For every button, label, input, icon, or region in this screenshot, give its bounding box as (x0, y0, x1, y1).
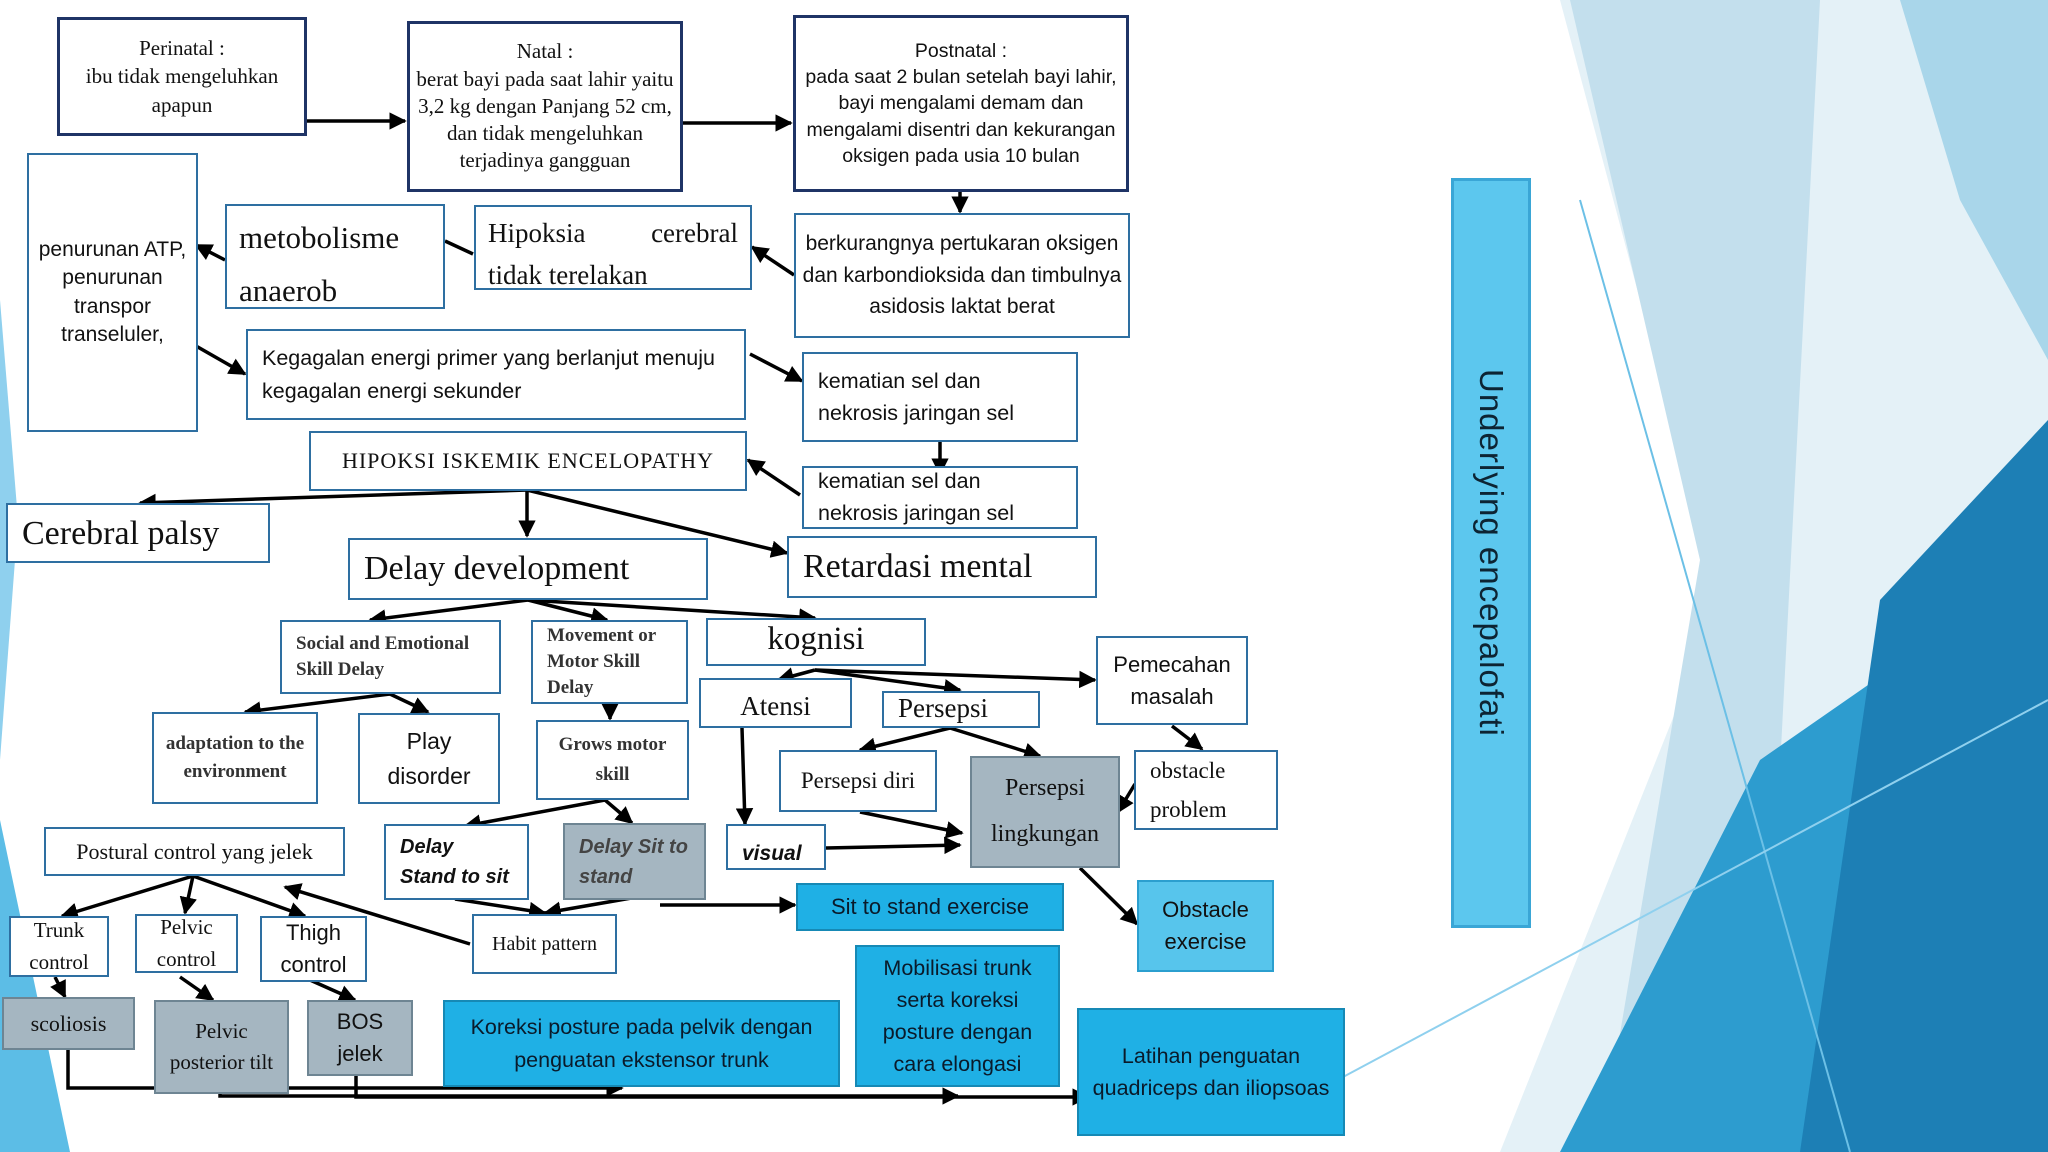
node-persepsi-diri: Persepsi diri (779, 750, 937, 812)
node-koreksi: Koreksi posture pada pelvik dengan pengu… (443, 1000, 840, 1087)
node-sit-to-stand-exercise: Sit to stand exercise (796, 883, 1064, 931)
node-latihan: Latihan penguatan quadriceps dan iliopso… (1077, 1008, 1345, 1136)
node-perinatal: Perinatal : ibu tidak mengeluhkan apapun (57, 17, 307, 136)
node-pemecahan: Pemecahan masalah (1096, 636, 1248, 725)
node-natal: Natal : berat bayi pada saat lahir yaitu… (407, 21, 683, 192)
node-mobilisasi: Mobilisasi trunk serta koreksi posture d… (855, 945, 1060, 1087)
node-scoliosis: scoliosis (2, 997, 135, 1050)
side-label-underlying: Underlying encepalofati (1451, 178, 1531, 928)
bg-line-2 (1299, 699, 2048, 1101)
node-grows: Grows motor skill (536, 720, 689, 800)
node-obstacle-problem: obstacle problem (1134, 750, 1278, 830)
bg-line-1 (1579, 199, 1851, 1152)
node-persepsi-lingkungan: Persepsi lingkungan (970, 756, 1120, 868)
node-postural: Postural control yang jelek (44, 827, 345, 876)
bg-shape-right-pale (1900, 0, 2048, 360)
node-social: Social and Emotional Skill Delay (280, 620, 501, 694)
node-pelvic-control: Pelvic control (135, 914, 238, 973)
node-hipoksi-iskemik: HIPOKSI ISKEMIK ENCELOPATHY (309, 431, 747, 491)
node-penurunan-atp: penurunan ATP, penurunan transpor transe… (27, 153, 198, 432)
node-movement: Movement or Motor Skill Delay (531, 620, 688, 704)
bg-shape-right-deep (1800, 420, 2048, 1152)
node-kognisi: kognisi (706, 618, 926, 666)
node-thigh-control: Thigh control (260, 916, 367, 982)
node-trunk-control: Trunk control (9, 916, 109, 977)
node-visual: visual (726, 824, 826, 870)
node-obstacle-exercise: Obstacle exercise (1137, 880, 1274, 972)
node-delay-stand: Delay Stand to sit (384, 824, 529, 900)
node-delay-development: Delay development (348, 538, 708, 600)
node-postnatal: Postnatal : pada saat 2 bulan setelah ba… (793, 15, 1129, 192)
node-hipoksia: Hipoksia cerebral tidak terelakan (474, 205, 752, 290)
node-kegagalan: Kegagalan energi primer yang berlanjut m… (246, 329, 746, 420)
bg-shape-left (0, 820, 70, 1152)
node-habit-pattern: Habit pattern (472, 914, 617, 974)
node-persepsi: Persepsi (882, 691, 1040, 728)
node-metabolisme: metobolisme anaerob (225, 204, 445, 309)
node-kematian-1: kematian sel dan nekrosis jaringan sel (802, 352, 1078, 442)
node-bos-jelek: BOS jelek (307, 1000, 413, 1076)
node-delay-sit: Delay Sit to stand (563, 823, 706, 900)
node-kematian-2: kematian sel dan nekrosis jaringan sel (802, 466, 1078, 529)
node-play: Play disorder (358, 713, 500, 804)
node-retardasi-mental: Retardasi mental (787, 536, 1097, 598)
node-adaptation: adaptation to the environment (152, 712, 318, 804)
node-berkurangnya: berkurangnya pertukaran oksigen dan karb… (794, 213, 1130, 338)
node-cerebral-palsy: Cerebral palsy (6, 503, 270, 563)
node-atensi: Atensi (699, 678, 852, 728)
node-pelvic-tilt: Pelvic posterior tilt (154, 1000, 289, 1094)
